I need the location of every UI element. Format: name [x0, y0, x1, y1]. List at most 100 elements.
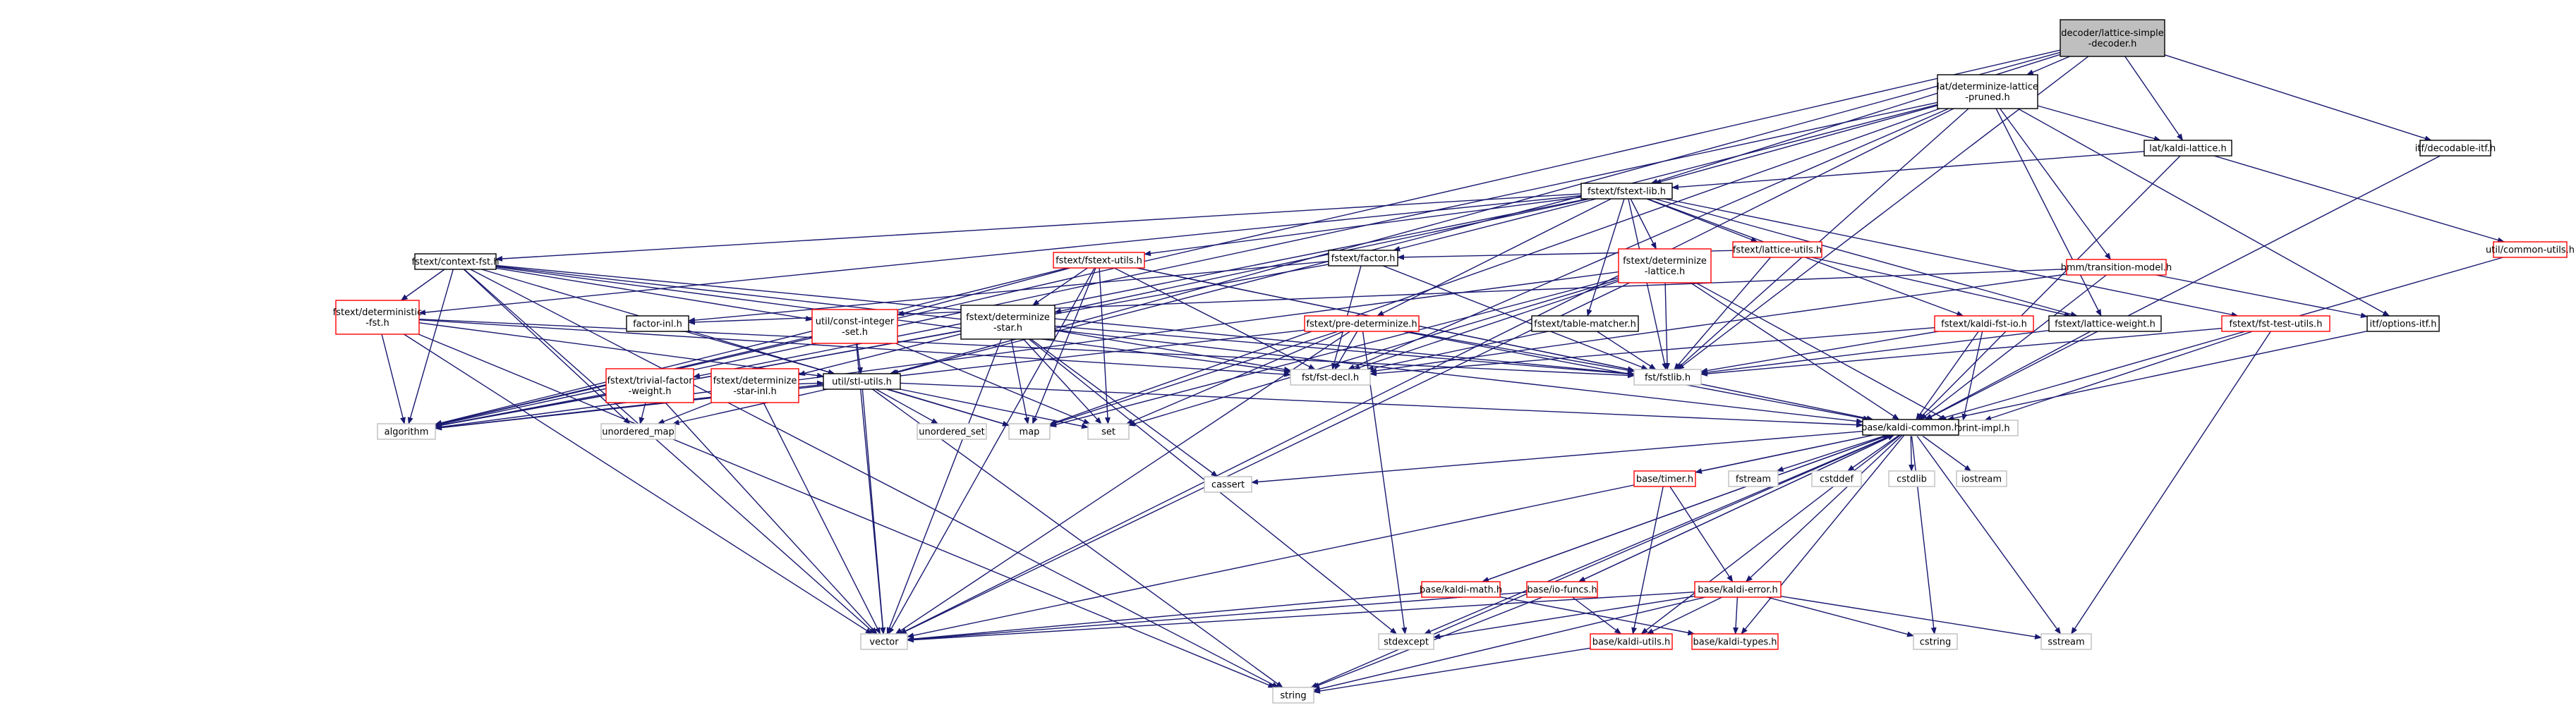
- node-cassert: cassert: [1204, 476, 1252, 493]
- node-det-box: [1618, 248, 1712, 283]
- node-ke[interactable]: base/kaldi-error.h: [1694, 581, 1782, 598]
- node-pre[interactable]: fstext/pre-determinize.h: [1304, 315, 1420, 332]
- node-kfi-box: [1934, 315, 2034, 332]
- node-ctx[interactable]: fstext/context-fst.h: [412, 253, 500, 270]
- node-ke-box: [1694, 581, 1782, 598]
- edge-lib-to-fstlib: [1628, 198, 1668, 370]
- node-tbl-box: [1531, 315, 1639, 332]
- node-cstddef: cstddef: [1811, 470, 1862, 487]
- node-ds[interactable]: fstext/determinize-star.h: [960, 305, 1056, 340]
- node-root-label-line: -decoder.h: [2088, 39, 2137, 49]
- node-kl[interactable]: lat/kaldi-lattice.h: [2143, 140, 2232, 157]
- node-string: string: [1272, 687, 1314, 704]
- node-lib-box: [1580, 183, 1673, 200]
- edge-dlp-to-lib: [1654, 104, 1938, 185]
- edge-kc-to-fstream: [1776, 434, 1887, 472]
- edge-timer-to-ku: [1631, 486, 1664, 635]
- node-fu[interactable]: fstext/fstext-utils.h: [1053, 252, 1145, 269]
- node-fstdecl-label-line: fst/fst-decl.h: [1302, 373, 1359, 384]
- edge-pre-to-map: [1049, 331, 1338, 426]
- edge-stl-to-map: [888, 388, 1010, 427]
- node-cstdlib: cstdlib: [1888, 470, 1935, 487]
- node-kt[interactable]: base/kaldi-types.h: [1691, 633, 1779, 650]
- edge-stl-to-set: [900, 388, 1089, 429]
- node-tfw-label-line: -weight.h: [629, 386, 672, 397]
- node-tm-box: [2066, 259, 2167, 276]
- node-det[interactable]: fstext/determinize-lattice.h: [1618, 248, 1712, 283]
- node-lu[interactable]: fstext/lattice-utils.h: [1732, 241, 1822, 258]
- node-stdexcept-box: [1378, 633, 1434, 650]
- node-ke-label-line: base/kaldi-error.h: [1698, 585, 1777, 596]
- node-stdexcept-label-line: stdexcept: [1384, 637, 1429, 648]
- node-vector-label-line: vector: [869, 637, 899, 648]
- node-timer-box: [1633, 470, 1696, 487]
- node-root-label-line: decoder/lattice-simple: [2061, 28, 2163, 39]
- node-opt[interactable]: itf/options-itf.h: [2366, 315, 2440, 332]
- edge-dsi-to-vector: [763, 402, 881, 635]
- node-tm[interactable]: hmm/transition-model.h: [2061, 259, 2172, 276]
- node-ds-box: [960, 305, 1056, 340]
- node-dsi[interactable]: fstext/determinize-star-inl.h: [710, 368, 799, 403]
- node-dlp-label-line: lat/determinize-lattice: [1937, 82, 2038, 92]
- edge-iof-to-kc: [1578, 434, 1895, 582]
- edge-lib-to-ftu: [1664, 198, 2239, 318]
- node-decitf[interactable]: itf/decodable-itf.h: [2415, 140, 2496, 157]
- node-ci-label-line: -set.h: [842, 327, 868, 338]
- edge-kc-to-cassert: [1251, 431, 1863, 485]
- edge-det-to-vector: [899, 282, 1631, 635]
- node-lib-label-line: fstext/fstext-lib.h: [1588, 187, 1666, 197]
- node-stl-label-line: util/stl-utils.h: [832, 377, 892, 388]
- edge-lib-to-ctx: [495, 193, 1582, 262]
- node-ci[interactable]: util/const-integer-set.h: [811, 309, 898, 344]
- node-km[interactable]: base/kaldi-math.h: [1420, 581, 1502, 598]
- node-detfst[interactable]: fstext/deterministic-fst.h: [333, 300, 423, 335]
- edge-dlp-to-tm: [2000, 108, 2111, 260]
- node-root[interactable]: decoder/lattice-simple-decoder.h: [2060, 19, 2165, 57]
- edge-ke-to-vector: [907, 592, 1695, 643]
- node-tbl[interactable]: fstext/table-matcher.h: [1531, 315, 1639, 332]
- node-ci-box: [811, 309, 898, 344]
- node-pre-box: [1304, 315, 1420, 332]
- node-facinl-label-line: factor-inl.h: [633, 319, 682, 330]
- node-fstlib-box: [1633, 369, 1702, 386]
- edge-detfst-to-vector: [404, 333, 873, 635]
- edge-fu-to-set: [1099, 267, 1111, 424]
- node-stl-box: [823, 373, 901, 390]
- edge-ds-to-algo: [435, 330, 962, 428]
- node-timer[interactable]: base/timer.h: [1633, 470, 1696, 487]
- node-tfw-label-line: fstext/trivial-factor: [607, 376, 693, 386]
- node-tfw[interactable]: fstext/trivial-factor-weight.h: [605, 368, 694, 403]
- node-facinl[interactable]: factor-inl.h: [626, 315, 689, 332]
- edge-ds-to-fstdecl: [1054, 329, 1291, 372]
- node-dlp[interactable]: lat/determinize-lattice-pruned.h: [1937, 74, 2038, 109]
- edge-ci-to-stl: [856, 343, 863, 374]
- node-iof[interactable]: base/io-funcs.h: [1526, 581, 1598, 598]
- node-dsi-label-line: -star-inl.h: [733, 386, 777, 397]
- edge-fu-to-vector: [888, 267, 1095, 635]
- node-cstring-label-line: cstring: [1920, 637, 1951, 648]
- node-lib[interactable]: fstext/fstext-lib.h: [1580, 183, 1673, 200]
- node-stl[interactable]: util/stl-utils.h: [823, 373, 901, 390]
- node-fac[interactable]: fstext/factor.h: [1328, 250, 1398, 267]
- edge-lib-to-lw: [1655, 198, 2078, 317]
- node-cstddef-label-line: cstddef: [1820, 475, 1854, 485]
- node-ku[interactable]: base/kaldi-utils.h: [1590, 633, 1673, 650]
- node-lw[interactable]: fstext/lattice-weight.h: [2048, 315, 2162, 332]
- node-algo-label-line: algorithm: [385, 427, 429, 438]
- edge-ctx-to-detfst: [400, 269, 445, 301]
- node-cu-label-line: util/common-utils.h: [2486, 245, 2575, 256]
- node-cassert-label-line: cassert: [1211, 480, 1245, 491]
- edge-lu-to-lw: [1811, 257, 2072, 317]
- edge-km-to-kc: [1482, 434, 1890, 582]
- edge-dlp-to-opt: [2017, 108, 2390, 317]
- node-ku-label-line: base/kaldi-utils.h: [1592, 637, 1671, 648]
- node-iostream-box: [1956, 470, 2007, 487]
- node-kfi[interactable]: fstext/kaldi-fst-io.h: [1934, 315, 2034, 332]
- edge-lw-to-kc: [1924, 331, 2091, 420]
- node-dlp-label-line: -pruned.h: [1965, 92, 2009, 103]
- node-ds-label-line: fstext/determinize: [966, 312, 1050, 323]
- node-kc[interactable]: base/kaldi-common.h: [1861, 419, 1960, 436]
- node-cu[interactable]: util/common-utils.h: [2486, 241, 2575, 258]
- node-ftu[interactable]: fstext/fst-test-utils.h: [2221, 315, 2330, 332]
